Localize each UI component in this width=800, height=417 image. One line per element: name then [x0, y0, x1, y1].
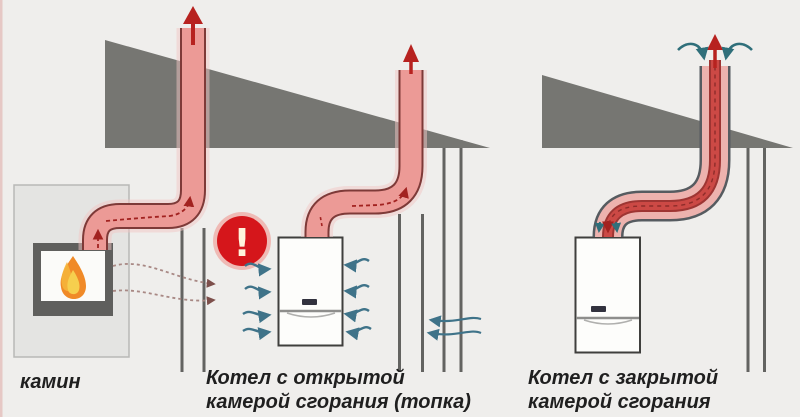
air-arrow-icon — [345, 326, 372, 341]
wall-lines — [180, 140, 766, 372]
room-air-arrow-icon — [112, 289, 216, 306]
roof-right — [542, 75, 793, 148]
air-arrow-icon — [343, 284, 370, 299]
room-air-arrow-icon — [112, 263, 216, 288]
air-intake-arrows — [242, 258, 482, 341]
exhaust-arrow-icon — [707, 34, 723, 68]
air-arrow-icon — [343, 308, 370, 323]
caption-text: камин — [20, 371, 81, 393]
air-arrow-icon — [242, 310, 272, 324]
caption-line: камерой сгорания (топка) — [206, 391, 471, 413]
intake-arrow-icon — [677, 42, 709, 61]
intake-arrow-icon — [594, 221, 605, 233]
coaxial-inner-exhaust — [604, 60, 719, 238]
air-arrow-icon — [244, 262, 272, 277]
roof-left — [105, 40, 490, 148]
air-arrow-icon — [242, 327, 272, 341]
caption-line: Котел с закрытой — [528, 367, 719, 389]
air-arrow-icon — [244, 285, 272, 300]
coaxial-flue-pipe — [592, 60, 731, 239]
caption-fireplace: камин — [20, 370, 81, 394]
room-air-arrows — [112, 263, 216, 306]
intake-arrow-icon — [611, 221, 622, 233]
intake-arrow-icon — [721, 42, 753, 61]
flame-icon — [60, 256, 86, 299]
boiler-brand-mark — [591, 306, 606, 312]
closed-combustion-boiler — [574, 236, 641, 354]
caption-closed-boiler: Котел с закрытой камерой сгорания — [528, 366, 718, 414]
boiler-brand-mark — [302, 299, 317, 305]
wall-leak-arrow-icon — [426, 328, 482, 341]
exhaust-arrows — [183, 6, 753, 74]
caption-line: Котел с открытой — [206, 367, 405, 389]
flue-flow-arrow — [351, 186, 409, 207]
boiler-entry-arrows — [594, 221, 622, 234]
chimney-pipe-open-boiler — [301, 70, 427, 248]
open-combustion-boiler — [277, 236, 344, 347]
flue-flow-dashes — [319, 214, 323, 227]
image-edge-artifact — [0, 0, 3, 417]
coaxial-flow-dashes — [607, 62, 716, 233]
boiler-body — [277, 236, 344, 347]
pipe-fill — [306, 70, 422, 243]
chimney-pipe-fireplace — [78, 28, 210, 257]
wall-leak-arrow-icon — [428, 315, 482, 328]
boiler-panel-curve — [583, 319, 633, 325]
flue-flow-arrow — [105, 195, 195, 222]
exhaust-arrow-icon — [183, 6, 203, 45]
warning-glyph: ! — [233, 221, 250, 265]
boiler-panel-curve — [286, 312, 336, 318]
caption-line: камерой сгорания — [528, 391, 711, 413]
exhaust-arrow-icon — [403, 44, 419, 74]
boiler-body — [574, 236, 641, 354]
warning-circle — [217, 216, 267, 266]
warning-icon: ! — [213, 212, 271, 270]
caption-open-boiler: Котел с открытой камерой сгорания (топка… — [206, 366, 471, 414]
air-arrow-icon — [343, 258, 370, 273]
